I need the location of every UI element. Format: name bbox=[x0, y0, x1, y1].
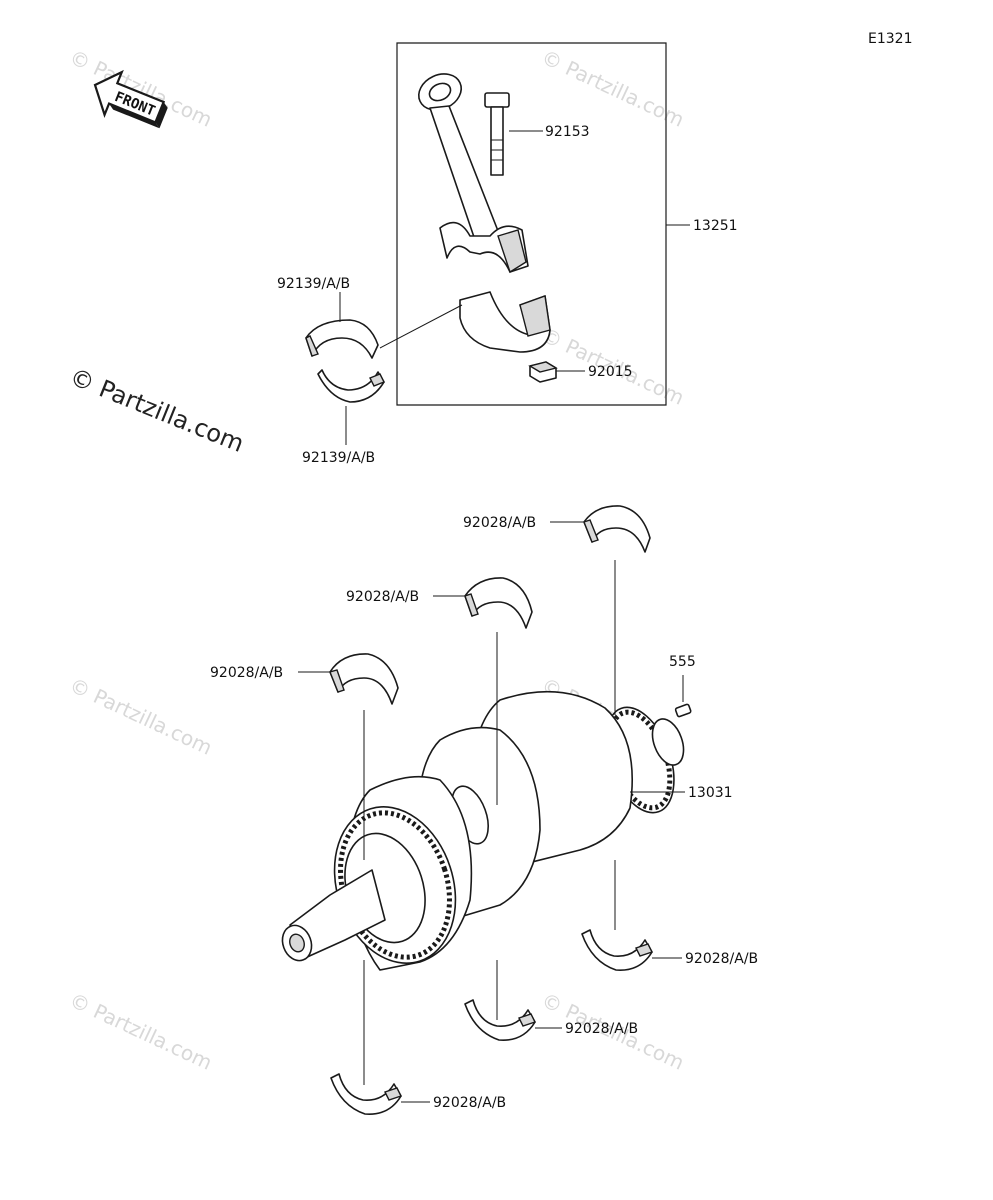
main-bearing-bottom-right[interactable] bbox=[581, 929, 653, 971]
conrod-assy-frame bbox=[396, 42, 667, 406]
watermark-6: © Partzilla.com bbox=[66, 988, 216, 1075]
label-92015[interactable]: 92015 bbox=[588, 364, 633, 380]
crankshaft[interactable] bbox=[278, 690, 690, 979]
nut[interactable] bbox=[528, 361, 558, 383]
label-13031[interactable]: 13031 bbox=[688, 785, 733, 801]
label-92139-lower[interactable]: 92139/A/B bbox=[302, 450, 375, 466]
main-bearing-top-left[interactable] bbox=[329, 653, 399, 705]
label-92028-top-mid[interactable]: 92028/A/B bbox=[346, 589, 419, 605]
label-92028-bottom-left[interactable]: 92028/A/B bbox=[433, 1095, 506, 1111]
watermark-dark: © Partzilla.com bbox=[66, 363, 248, 458]
label-92153[interactable]: 92153 bbox=[545, 124, 590, 140]
label-92139-upper[interactable]: 92139/A/B bbox=[277, 276, 350, 292]
pin[interactable] bbox=[674, 703, 692, 718]
label-555[interactable]: 555 bbox=[669, 654, 696, 670]
connecting-rod[interactable] bbox=[413, 67, 529, 274]
main-bearing-bottom-left[interactable] bbox=[330, 1073, 402, 1115]
diagram-code: E1321 bbox=[868, 31, 912, 47]
conrod-bearing-centerline bbox=[379, 304, 463, 349]
label-92028-bottom-mid[interactable]: 92028/A/B bbox=[565, 1021, 638, 1037]
bolt[interactable] bbox=[484, 92, 510, 176]
conrod-cap[interactable] bbox=[459, 291, 551, 353]
label-92028-top-left[interactable]: 92028/A/B bbox=[210, 665, 283, 681]
label-92028-bottom-right[interactable]: 92028/A/B bbox=[685, 951, 758, 967]
conrod-bearing-upper[interactable] bbox=[305, 319, 379, 359]
main-bearing-top-mid[interactable] bbox=[464, 577, 533, 629]
label-92028-top-right[interactable]: 92028/A/B bbox=[463, 515, 536, 531]
label-13251[interactable]: 13251 bbox=[693, 218, 738, 234]
watermark-4: © Partzilla.com bbox=[66, 673, 216, 760]
main-bearing-top-right[interactable] bbox=[583, 505, 651, 553]
conrod-bearing-lower[interactable] bbox=[317, 369, 385, 403]
main-bearing-bottom-mid[interactable] bbox=[464, 999, 536, 1041]
